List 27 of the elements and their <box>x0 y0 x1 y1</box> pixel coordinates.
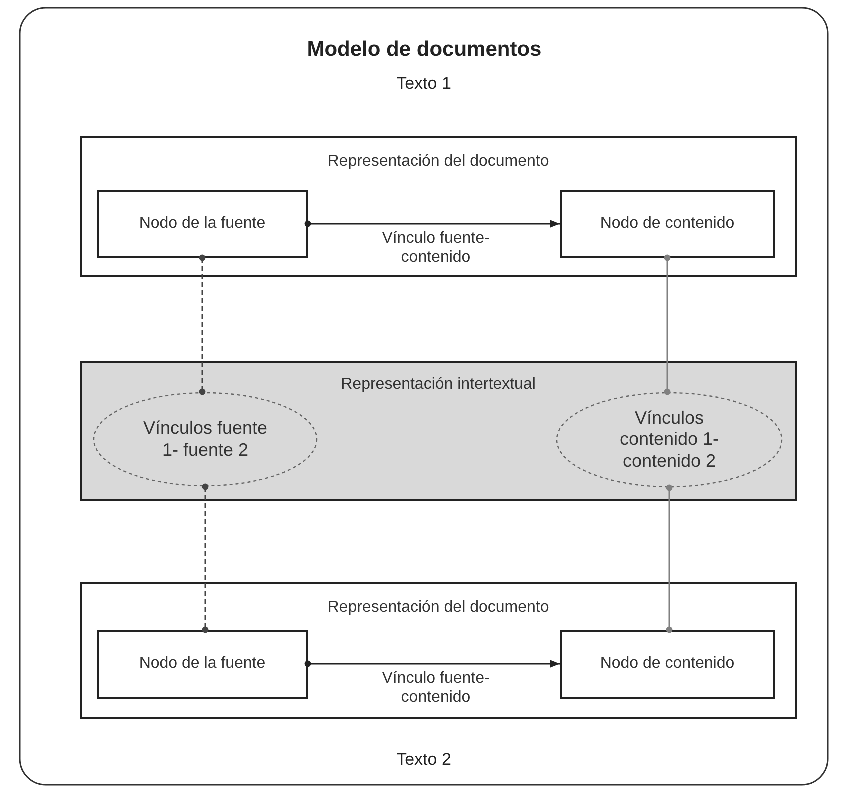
section-box <box>80 582 797 719</box>
shaded-panel <box>80 361 797 501</box>
node-label: Vínculos contenido 1- contenido 2 <box>618 408 720 472</box>
node-label: Representación intertextual <box>340 375 537 395</box>
node-box <box>560 190 775 258</box>
connector <box>304 220 560 228</box>
connector <box>202 484 209 634</box>
connector <box>666 484 673 634</box>
section-box <box>80 136 797 277</box>
connector <box>199 254 206 396</box>
connector <box>664 254 671 396</box>
node-label: Representación del documento <box>326 598 550 618</box>
node-label: Nodo de contenido <box>599 214 736 234</box>
connector <box>304 660 560 668</box>
dashed-ellipse <box>93 392 318 487</box>
node-label: Nodo de la fuente <box>138 214 267 234</box>
dashed-ellipse <box>556 392 783 488</box>
node-box <box>560 630 775 699</box>
node-label: Representación del documento <box>326 152 550 172</box>
node-box <box>97 630 308 699</box>
text-label: Texto 2 <box>396 750 452 770</box>
node-box <box>97 190 308 258</box>
node-label: Nodo de la fuente <box>138 654 267 674</box>
diagram-title: Modelo de documentos <box>306 38 543 62</box>
node-label: Vínculos fuente 1- fuente 2 <box>143 418 268 462</box>
node-label: Nodo de contenido <box>599 654 736 674</box>
text-label: Texto 1 <box>396 74 452 94</box>
